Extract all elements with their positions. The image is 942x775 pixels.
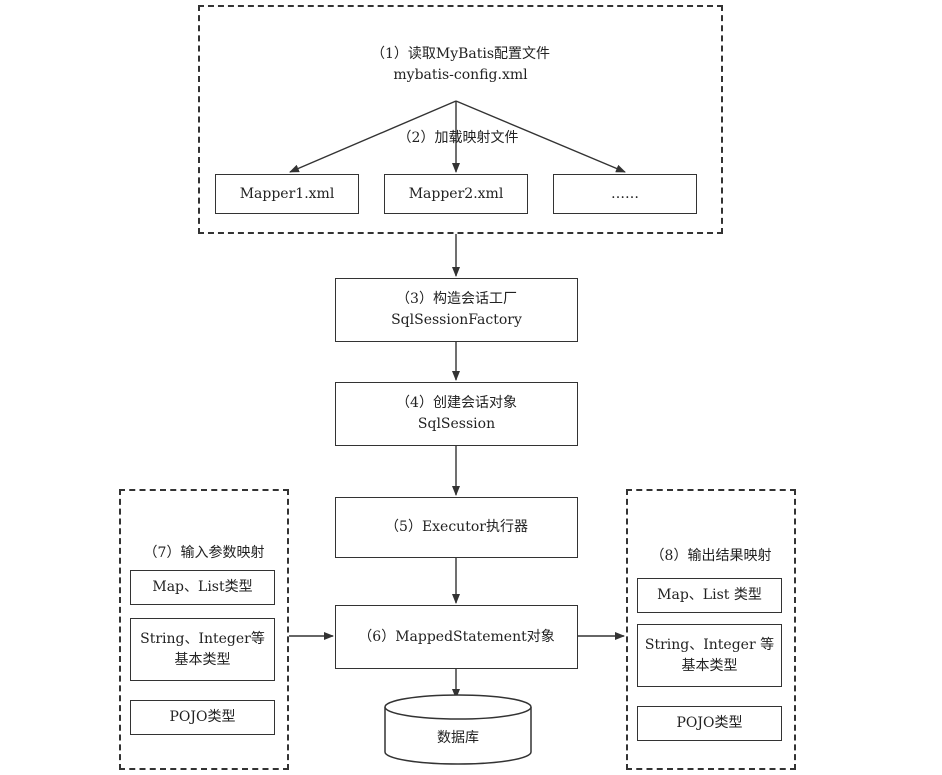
mapper-more-box: …… (553, 174, 697, 214)
factory-box: （3）构造会话工厂 SqlSessionFactory (335, 278, 578, 342)
load-mapper-label: （2）加载映射文件 (397, 130, 519, 146)
output-pojo-label: POJO类型 (676, 715, 743, 731)
executor-label: （5）Executor执行器 (385, 519, 528, 535)
output-string-integer-box: String、Integer 等 基本类型 (637, 624, 782, 687)
input-string-integer-label: String、Integer等 (140, 630, 265, 647)
mapped-statement-box: （6）MappedStatement对象 (335, 605, 578, 669)
session-step-label: （4）创建会话对象 (396, 395, 517, 411)
input-pojo-box: POJO类型 (130, 700, 275, 735)
mapper2-box: Mapper2.xml (384, 174, 528, 214)
mapped-statement-label: （6）MappedStatement对象 (358, 628, 555, 645)
output-pojo-box: POJO类型 (637, 706, 782, 741)
factory-name: SqlSessionFactory (391, 312, 522, 328)
mapper2-label: Mapper2.xml (408, 185, 504, 202)
arrow-config-to-mapper3 (455, 100, 626, 173)
factory-step-label: （3）构造会话工厂 (396, 291, 517, 307)
input-mapping-group (119, 489, 289, 770)
session-box: （4）创建会话对象 SqlSession (335, 382, 578, 446)
input-string-integer-box: String、Integer等 基本类型 (130, 618, 275, 681)
input-mapping-title: （7）输入参数映射 (143, 545, 265, 561)
mapper-more-label: …… (611, 185, 639, 202)
mapper1-label: Mapper1.xml (239, 185, 335, 202)
output-map-list-label: Map、List 类型 (657, 587, 762, 603)
output-string-integer-label: String、Integer 等 (644, 636, 775, 653)
config-step-label: （1）读取MyBatis配置文件 (370, 46, 551, 62)
input-pojo-label: POJO类型 (169, 709, 236, 725)
input-map-list-label: Map、List类型 (152, 579, 253, 595)
output-mapping-title: （8）输出结果映射 (650, 548, 772, 564)
input-basic-type-label: 基本类型 (174, 651, 231, 668)
config-group (198, 5, 723, 234)
database-label: 数据库 (437, 730, 479, 746)
output-mapping-group (626, 489, 796, 770)
output-map-list-box: Map、List 类型 (637, 578, 782, 613)
session-name: SqlSession (417, 416, 496, 432)
input-map-list-box: Map、List类型 (130, 570, 275, 605)
config-filename: mybatis-config.xml (393, 67, 528, 83)
executor-box: （5）Executor执行器 (335, 497, 578, 558)
output-basic-type-label: 基本类型 (681, 657, 738, 674)
database-icon (384, 694, 532, 765)
arrow-config-to-mapper1 (289, 100, 457, 173)
mapper1-box: Mapper1.xml (215, 174, 359, 214)
